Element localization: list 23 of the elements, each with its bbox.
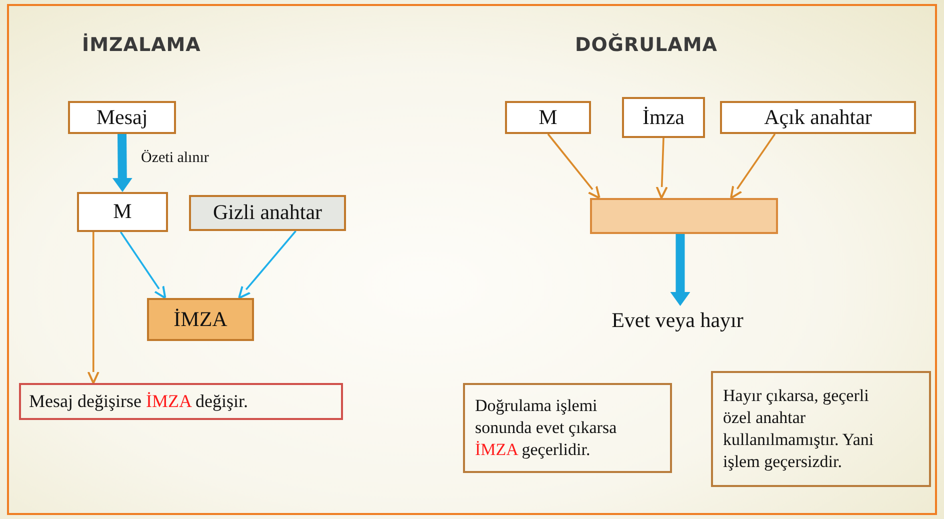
arrow <box>547 133 600 199</box>
process-box: Açık anahtar <box>720 101 916 134</box>
arrow <box>730 134 776 199</box>
process-box: Mesaj <box>68 101 176 134</box>
arrow <box>87 232 100 384</box>
empty-box <box>590 198 778 234</box>
signature-box: İMZA <box>147 298 254 341</box>
key-box: Gizli anahtar <box>189 195 346 231</box>
note-box: Hayır çıkarsa, geçerli özel anahtar kullanılmamıştır. Yani işlem geçersizdir. <box>711 371 931 487</box>
arrow <box>670 234 690 306</box>
arrow <box>120 232 166 299</box>
section-heading: DOĞRULAMA <box>575 34 718 56</box>
edge-label: Özeti alınır <box>141 150 209 167</box>
process-box: M <box>505 101 591 134</box>
arrow <box>656 138 668 199</box>
note-box: Mesaj değişirse İMZA değişir. <box>19 383 343 420</box>
note-box: Doğrulama işlemi sonunda evet çıkarsa İMZA geçerlidir. <box>463 383 672 473</box>
result-text: Evet veya hayır <box>590 306 765 336</box>
section-heading: İMZALAMA <box>82 34 201 56</box>
arrow <box>238 230 296 299</box>
process-box: M <box>77 192 168 232</box>
arrow <box>112 134 132 192</box>
process-box: İmza <box>622 97 705 138</box>
